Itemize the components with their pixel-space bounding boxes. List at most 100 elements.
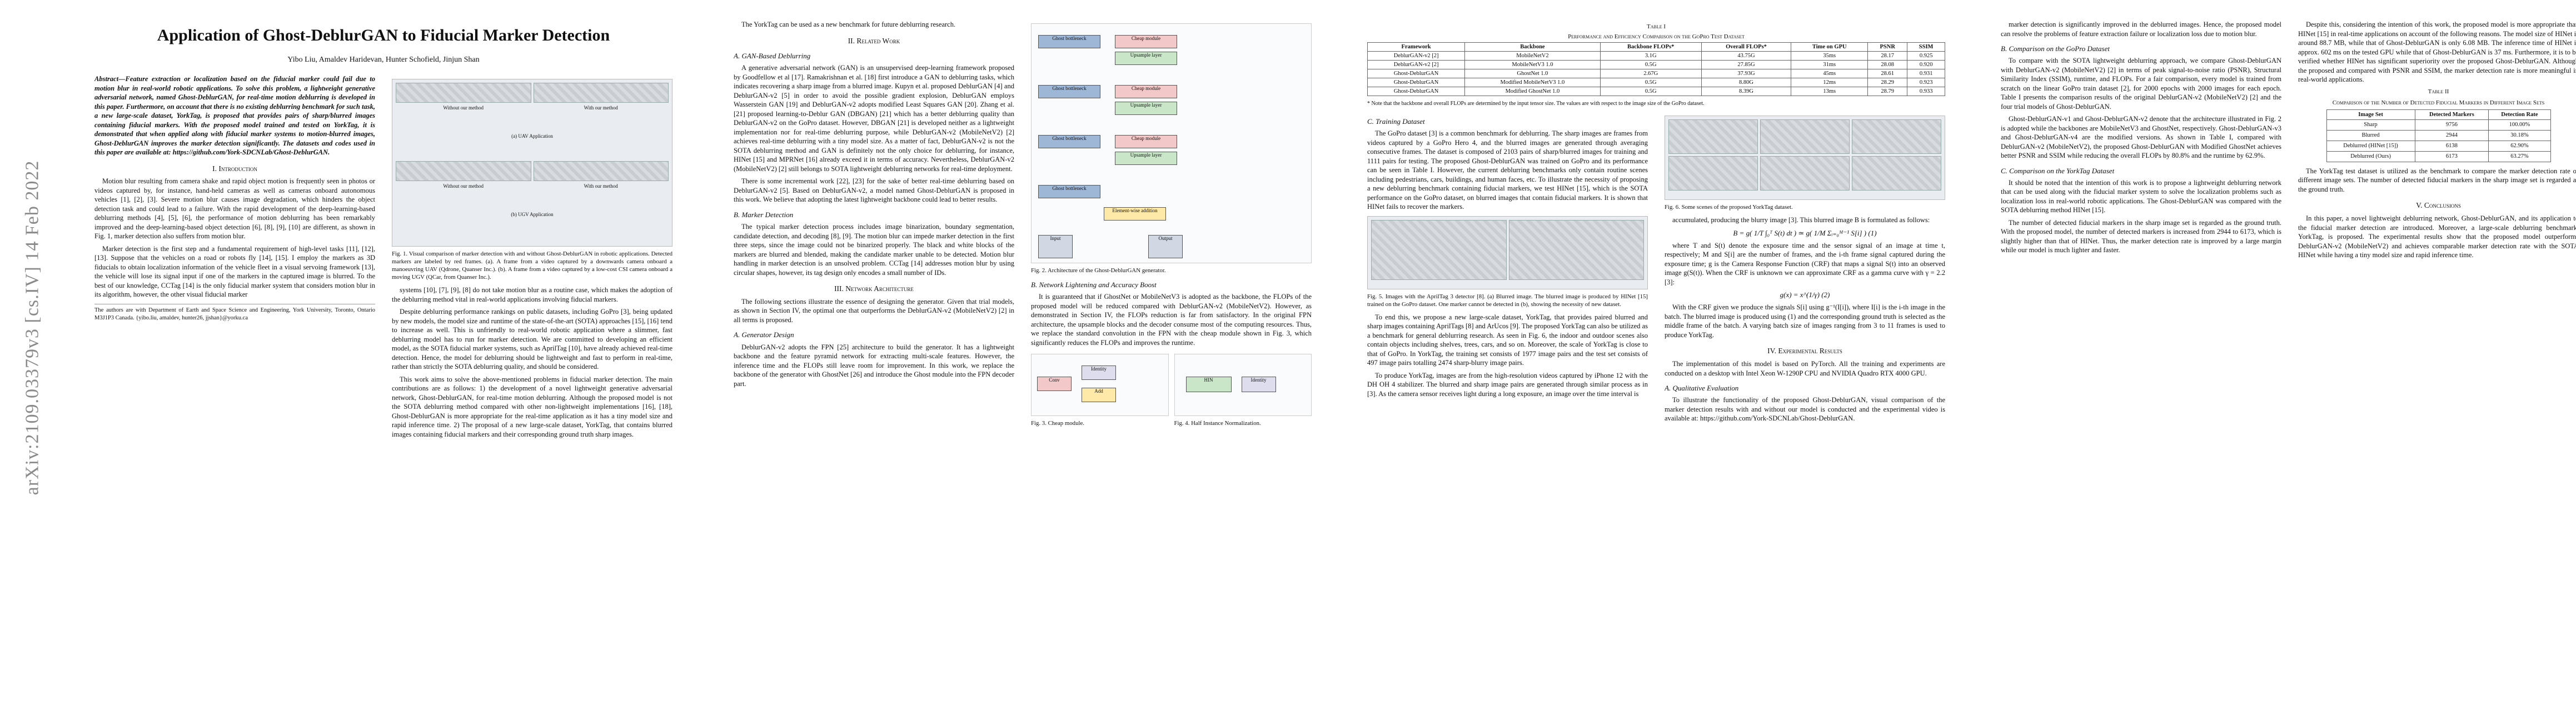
fig6-scene-image (1668, 119, 1758, 154)
fig6-scene-image (1852, 119, 1941, 154)
section-introduction-heading: I. Introduction (212, 164, 257, 173)
diagram-ghost-bottleneck-1: Ghost bottleneck (1038, 35, 1100, 48)
table-cell: 12ms (1791, 78, 1869, 87)
paragraph: The YorkTag test dataset is utilized as … (2298, 167, 2576, 193)
table-cell: 35ms (1791, 51, 1869, 61)
cheap-module-add-block: Add (1082, 388, 1116, 403)
paragraph: DeblurGAN-v2 adopts the FPN [25] archite… (734, 343, 1014, 388)
page3-column-left: C. Training Dataset The GoPro dataset [3… (1367, 111, 1648, 655)
table-cell: 27.85G (1701, 60, 1792, 69)
table-cell: 8.80G (1701, 78, 1792, 87)
paragraph: With the CRF given we produce the signal… (1665, 303, 1945, 339)
table-cell: MobileNetV3 1.0 (1464, 60, 1601, 69)
table-cell: DeblurGAN-v2 [2] (1367, 60, 1466, 69)
figure-1-caption: Fig. 1. Visual comparison of marker dete… (392, 251, 672, 281)
table-header-cell: Image Set (2326, 109, 2415, 121)
figure-4-hin-diagram: HIN Identity (1174, 354, 1312, 417)
table-header-cell: Time on GPU (1791, 42, 1869, 52)
paragraph: It should be noted that the intention of… (2001, 178, 2281, 214)
table-cell: 2.67G (1600, 69, 1702, 78)
subsection-heading: B. Comparison on the GoPro Dataset (2001, 44, 2110, 53)
paragraph: accumulated, producing the blurry image … (1672, 216, 1930, 224)
hin-identity-block: Identity (1241, 377, 1276, 393)
paragraph: where T and S(t) denote the exposure tim… (1665, 241, 1945, 286)
fig6-scene-image (1760, 156, 1850, 191)
table-cell: 28.29 (1867, 78, 1908, 87)
table-cell: DeblurGAN-v2 [2] (1367, 51, 1466, 61)
diagram-cheap-module-1: Cheap module (1115, 35, 1177, 48)
table-cell: GhostNet 1.0 (1464, 69, 1601, 78)
diagram-ghost-bottleneck-2: Ghost bottleneck (1038, 85, 1100, 98)
table-cell: Ghost-DeblurGAN (1367, 69, 1466, 78)
page-3: Table I Performance and Efficiency Compa… (1345, 0, 1967, 667)
section-network-architecture-heading: III. Network Architecture (834, 284, 914, 293)
diagram-upsample-3: Upsample layer (1115, 152, 1177, 165)
diagram-element-wise-addition: Element-wise addition (1104, 207, 1166, 221)
table-1-note: * Note that the backbone and overall FLO… (1367, 101, 1705, 107)
diagram-ghost-bottleneck-3: Ghost bottleneck (1038, 135, 1100, 148)
table-cell: Ghost-DeblurGAN (1367, 87, 1466, 96)
table-cell: Deblurred (HINet [15]) (2326, 141, 2415, 152)
paragraph: The following sections illustrate the es… (734, 297, 1014, 324)
paper-authors: Yibo Liu, Amaldev Haridevan, Hunter Scho… (287, 56, 480, 64)
table-cell: Deblurred (Ours) (2326, 151, 2415, 162)
fig1-label: Without our method (443, 183, 484, 189)
table-cell: 62.90% (2488, 141, 2551, 152)
table-header-cell: Detected Markers (2414, 109, 2489, 121)
table-cell: 2944 (2414, 130, 2489, 142)
table-header-cell: Detection Rate (2488, 109, 2551, 121)
table-cell: 45ms (1791, 69, 1869, 78)
page2-column-left: The YorkTag can be used as a new benchma… (734, 20, 1014, 647)
table-cell: 28.17 (1867, 51, 1908, 61)
equation-1: B = g( 1/T ∫₀ᵀ S(t) dt ) ≃ g( 1/M Σᵢ₌₀ᴹ⁻… (1733, 228, 1877, 237)
subsection-heading: A. Generator Design (734, 331, 794, 339)
section-related-work-heading: II. Related Work (848, 36, 900, 45)
paragraph: systems [10], [7], [9], [8] do not take … (392, 286, 672, 303)
paragraph: A generative adversarial network (GAN) i… (734, 64, 1014, 173)
table-cell: 30.18% (2488, 130, 2551, 142)
subsection-heading: C. Comparison on the YorkTag Dataset (2001, 166, 2115, 175)
diagram-input-image: Input (1038, 235, 1073, 258)
table-cell: 6138 (2414, 141, 2489, 152)
diagram-cheap-module-3: Cheap module (1115, 135, 1177, 148)
subsection-heading: B. Marker Detection (734, 210, 794, 219)
hin-block: HIN (1185, 377, 1232, 393)
table-cell: 0.5G (1600, 78, 1702, 87)
intro-paragraph-2: Marker detection is the first step and a… (94, 244, 375, 299)
figure-5 (1367, 216, 1648, 289)
table-cell: Blurred (2326, 130, 2415, 142)
page2-column-right: Input Ghost bottleneck Ghost bottleneck … (1031, 20, 1312, 647)
table-cell: 0.933 (1907, 87, 1945, 96)
table-2-subtitle: Comparison of the Number of Detected Fid… (2332, 99, 2545, 107)
paragraph: The number of detected fiducial markers … (2001, 218, 2281, 254)
paragraph: The typical marker detection process inc… (734, 223, 1014, 277)
paragraph: To illustrate the functionality of the p… (1665, 396, 1945, 423)
diagram-ghost-bottleneck-4: Ghost bottleneck (1038, 185, 1100, 198)
paragraph: marker detection is significantly improv… (2001, 21, 2281, 38)
figure-6-caption: Fig. 6. Some scenes of the proposed York… (1665, 204, 1793, 211)
table-cell: 0.920 (1907, 60, 1945, 69)
table-header-cell: Overall FLOPs* (1701, 42, 1792, 52)
fig6-scene-image (1760, 119, 1850, 154)
arxiv-stamp-text: arXiv:2109.03379v3 [cs.IV] 14 Feb 2022 (22, 160, 43, 495)
table-cell: 3.1G (1600, 51, 1702, 61)
table-cell: 28.61 (1867, 69, 1908, 78)
table-cell: 100.00% (2488, 119, 2551, 131)
fig1-uav-deblurred-image (533, 83, 669, 103)
table-2-title: Table II (2428, 88, 2449, 95)
paragraph: To compare with the SOTA lightweight deb… (2001, 57, 2281, 111)
figure-3-caption: Fig. 3. Cheap module. (1031, 420, 1084, 427)
fig1-label: With our method (584, 105, 618, 111)
arxiv-stamp: arXiv:2109.03379v3 [cs.IV] 14 Feb 2022 (16, 50, 49, 605)
table-cell: 0.931 (1907, 69, 1945, 78)
table-cell: 8.39G (1701, 87, 1792, 96)
paragraph: The GoPro dataset [3] is a common benchm… (1367, 129, 1648, 211)
figure-2-architecture-diagram: Input Ghost bottleneck Ghost bottleneck … (1031, 23, 1312, 263)
cheap-module-conv-block: Conv (1037, 377, 1072, 392)
fig1-label: With our method (584, 183, 618, 189)
paragraph: Ghost-DeblurGAN-v1 and Ghost-DeblurGAN-v… (2001, 115, 2281, 160)
fig5-hinet-output-image (1508, 219, 1644, 280)
